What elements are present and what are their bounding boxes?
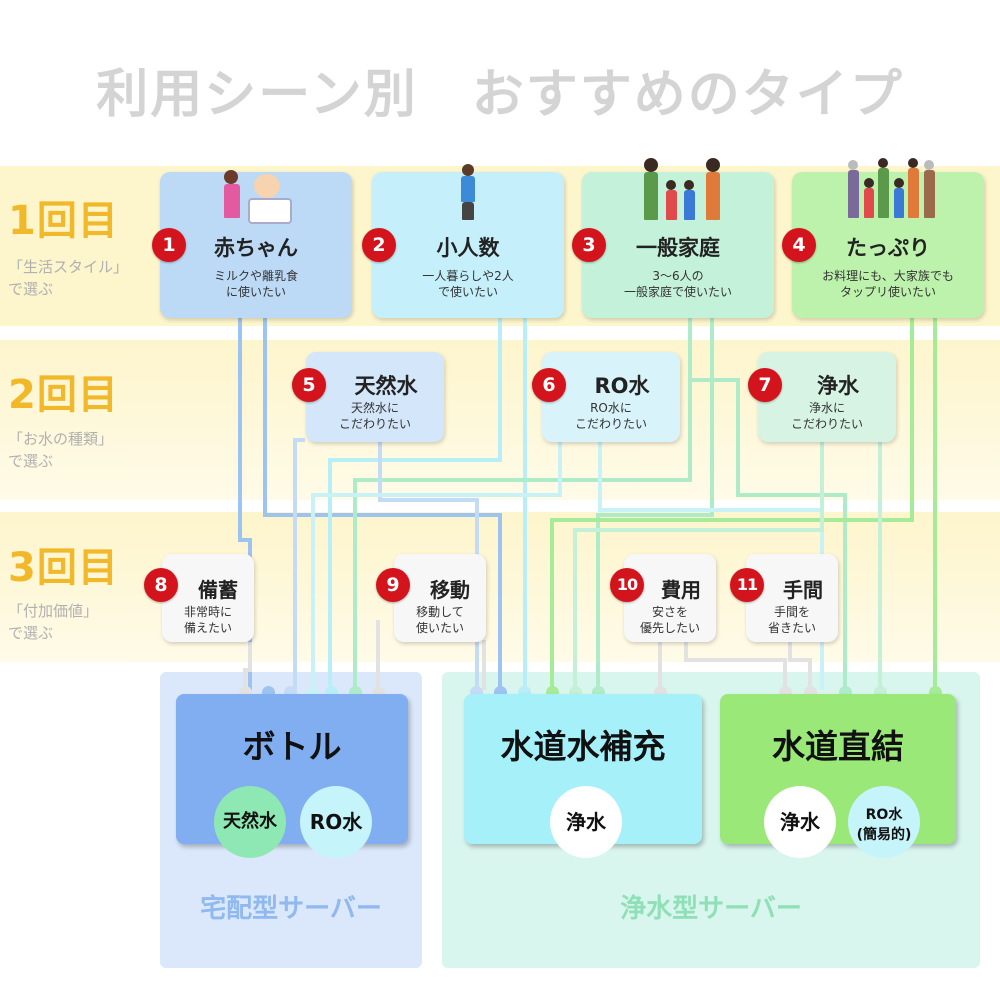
badge-2: 2 xyxy=(362,228,396,262)
water-ro-simple-bubble: RO水 (簡易的) xyxy=(848,786,920,858)
lifestyle-card-baby[interactable]: 赤ちゃん ミルクや離乳食に使いたい xyxy=(160,170,352,318)
badge-1: 1 xyxy=(152,228,186,262)
water-type-description: 天然水にこだわりたい xyxy=(338,401,411,431)
value-card-portable[interactable]: 移動 移動して使いたい xyxy=(394,554,486,642)
water-card-purified[interactable]: 浄水 浄水にこだわりたい xyxy=(758,352,896,442)
round-2-number: 2回目 xyxy=(8,372,119,418)
round-3-number: 3回目 xyxy=(8,545,119,591)
lifestyle-description: お料理にも、大家族でもタップリ使いたい xyxy=(822,269,954,299)
lifestyle-card-family[interactable]: 一般家庭 3〜6人の一般家庭で使いたい xyxy=(582,158,774,318)
value-description: 非常時に備えたい xyxy=(183,605,232,635)
water-ro-bubble: RO水 xyxy=(300,786,372,858)
badge-4: 4 xyxy=(782,228,816,262)
round-1-number: 1回目 xyxy=(8,198,119,244)
lifestyle-title: たっぷり xyxy=(846,236,930,260)
water-type-description: RO水にこだわりたい xyxy=(574,401,647,431)
round-1-caption: 「生活スタイル」で選ぶ xyxy=(8,258,129,298)
large-family-illustration xyxy=(846,158,942,228)
value-card-effort[interactable]: 手間 手間を省きたい xyxy=(746,554,838,642)
badge-10: 10 xyxy=(610,568,644,602)
mother-baby-illustration xyxy=(218,166,298,228)
round-3-caption: 「付加価値」で選ぶ xyxy=(8,602,99,642)
water-purified-bubble: 浄水 xyxy=(550,786,622,858)
purifier-server-label: 浄水型サーバー xyxy=(620,894,802,924)
lifestyle-description: 3〜6人の一般家庭で使いたい xyxy=(623,269,732,299)
badge-5: 5 xyxy=(292,368,326,402)
lifestyle-title: 赤ちゃん xyxy=(214,236,298,260)
badge-9: 9 xyxy=(376,568,410,602)
value-title: 手間 xyxy=(783,578,823,602)
server-title: 水道直結 xyxy=(772,727,904,766)
water-natural-bubble: 天然水 xyxy=(214,786,286,858)
family-illustration xyxy=(638,158,730,228)
water-card-natural[interactable]: 天然水 天然水にこだわりたい xyxy=(306,352,444,442)
lifestyle-description: ミルクや離乳食に使いたい xyxy=(213,269,298,299)
water-type-title: RO水 xyxy=(594,374,650,398)
value-card-stockpile[interactable]: 備蓄 非常時に備えたい xyxy=(162,554,254,642)
server-tap-direct[interactable]: 水道直結 xyxy=(720,694,956,844)
badge-7: 7 xyxy=(748,368,782,402)
value-card-cost[interactable]: 費用 安さを優先したい xyxy=(624,554,716,642)
badge-8: 8 xyxy=(144,568,178,602)
badge-6: 6 xyxy=(532,368,566,402)
water-type-title: 天然水 xyxy=(354,374,418,398)
single-person-illustration xyxy=(456,164,480,226)
lifestyle-description: 一人暮らしや2人で使いたい xyxy=(422,269,514,299)
water-type-description: 浄水にこだわりたい xyxy=(790,401,863,431)
value-description: 手間を省きたい xyxy=(767,605,816,635)
value-title: 移動 xyxy=(430,578,470,602)
water-purified-bubble: 浄水 xyxy=(764,786,836,858)
value-description: 安さを優先したい xyxy=(639,605,700,635)
value-description: 移動して使いたい xyxy=(415,605,464,635)
server-title: 水道水補充 xyxy=(500,727,666,766)
server-title: ボトル xyxy=(242,727,342,766)
badge-3: 3 xyxy=(572,228,606,262)
page-title: 利用シーン別 おすすめのタイプ xyxy=(96,65,904,125)
badge-11: 11 xyxy=(730,568,764,602)
delivery-server-label: 宅配型サーバー xyxy=(200,894,382,924)
lifestyle-title: 小人数 xyxy=(436,236,500,260)
water-card-ro[interactable]: RO水 RO水にこだわりたい xyxy=(542,352,680,442)
round-2-caption: 「お水の種類」で選ぶ xyxy=(8,430,114,470)
lifestyle-card-small[interactable]: 小人数 一人暮らしや2人で使いたい xyxy=(372,164,564,318)
water-type-title: 浄水 xyxy=(817,374,859,398)
lifestyle-title: 一般家庭 xyxy=(636,236,720,260)
lifestyle-card-plenty[interactable]: たっぷり お料理にも、大家族でもタップリ使いたい xyxy=(792,158,984,318)
value-title: 費用 xyxy=(661,578,701,602)
server-bottle[interactable]: ボトル xyxy=(176,694,408,844)
value-title: 備蓄 xyxy=(198,578,238,602)
